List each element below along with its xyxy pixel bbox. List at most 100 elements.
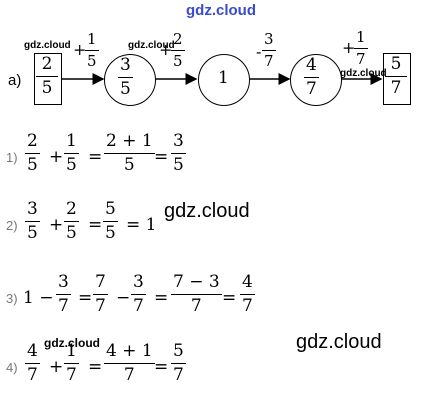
fraction-numerator: 1 [66,131,77,151]
fraction-numerator: 1 [356,28,366,46]
end-box [383,53,411,105]
line2-eq1: = [88,215,103,235]
fraction-denominator: 7 [242,296,253,316]
fraction-denominator: 5 [173,155,184,175]
fraction-bar [25,221,40,222]
watermark-top: gdz.cloud [186,2,256,19]
fraction-denominator: 5 [105,223,116,243]
fraction-numerator: 2 [66,199,77,219]
circle1-fraction: 3 5 [118,57,133,98]
fraction-denominator: 7 [190,296,202,316]
fraction-denominator: 5 [87,52,97,70]
watermark-small: gdz.cloud [128,40,175,51]
line3-lead: 1 − [23,288,54,308]
line3-eq3: = [222,288,237,308]
fraction-bar [93,294,108,295]
line1-frac-c: 2 + 1 5 [104,133,155,174]
start-fraction: 2 5 [36,56,58,97]
line1-eq1: = [88,147,103,167]
fraction-bar [131,294,146,295]
fraction-bar [354,48,368,49]
fraction-bar [85,50,99,51]
circle-3 [290,54,342,106]
line1-eq2: = [154,147,169,167]
fraction-numerator: 2 [27,131,38,151]
fraction-bar [25,363,40,364]
fraction-numerator: 3 [58,272,69,292]
fraction-bar [36,76,58,77]
fraction-denominator: 7 [123,365,135,385]
fraction-numerator: 5 [390,54,402,74]
fraction-denominator: 7 [95,296,106,316]
fraction-numerator: 4 [306,55,317,75]
part-label: а) [8,72,22,89]
step2-fraction: 2 5 [171,32,185,69]
fraction-numerator: 3 [173,131,184,151]
fraction-denominator: 5 [66,155,77,175]
fraction-numerator: 2 + 1 [106,131,153,151]
fraction-denominator: 7 [264,52,274,70]
fraction-denominator: 7 [306,79,317,99]
line3-eq2: = [154,288,169,308]
fraction-bar [171,363,186,364]
line4-eq1: = [88,357,103,377]
fraction-denominator: 5 [120,79,131,99]
fraction-bar [64,221,79,222]
line1-label: 1) [6,150,18,165]
fraction-numerator: 2 [173,30,183,48]
line1-op: + [49,147,64,167]
watermark-big: gdz.cloud [164,200,250,222]
fraction-bar [171,50,185,51]
fraction-numerator: 4 [242,272,253,292]
fraction-numerator: 2 [41,54,53,74]
fraction-denominator: 5 [27,223,38,243]
fraction-bar [171,294,222,295]
fraction-denominator: 5 [66,223,77,243]
step3-fraction: 3 7 [262,32,276,69]
fraction-bar [56,294,71,295]
step1-fraction: 1 5 [85,32,99,69]
line3-eq1: = [78,288,93,308]
fraction-numerator: 4 [27,341,38,361]
fraction-denominator: 5 [27,155,38,175]
fraction-bar [262,50,276,51]
fraction-numerator: 1 [87,30,97,48]
fraction-denominator: 7 [66,365,77,385]
step4-fraction: 1 7 [354,30,368,67]
watermark-small: gdz.cloud [340,68,387,79]
line4-op: + [49,357,64,377]
chain-arrows [62,73,383,85]
fraction-denominator: 7 [173,365,184,385]
fraction-numerator: 7 − 3 [173,272,220,292]
fraction-numerator: 5 [105,199,116,219]
fraction-bar [104,153,155,154]
fraction-numerator: 7 [95,272,106,292]
step1-sign: + [73,40,87,59]
circle3-fraction: 4 7 [304,57,319,98]
fraction-denominator: 5 [173,52,183,70]
watermark-small: gdz.cloud [24,40,71,51]
step4-sign: + [342,38,356,57]
fraction-bar [171,153,186,154]
line4-label: 4) [6,360,18,375]
end-fraction: 5 7 [385,56,407,97]
fraction-bar [240,294,255,295]
line2-op: + [49,215,64,235]
fraction-bar [25,153,40,154]
step3-sign: - [256,42,262,61]
watermark-big: gdz.cloud [296,331,382,353]
fraction-denominator: 5 [123,155,135,175]
fraction-numerator: 1 [66,341,77,361]
fraction-bar [118,77,133,78]
fraction-numerator: 5 [173,341,184,361]
